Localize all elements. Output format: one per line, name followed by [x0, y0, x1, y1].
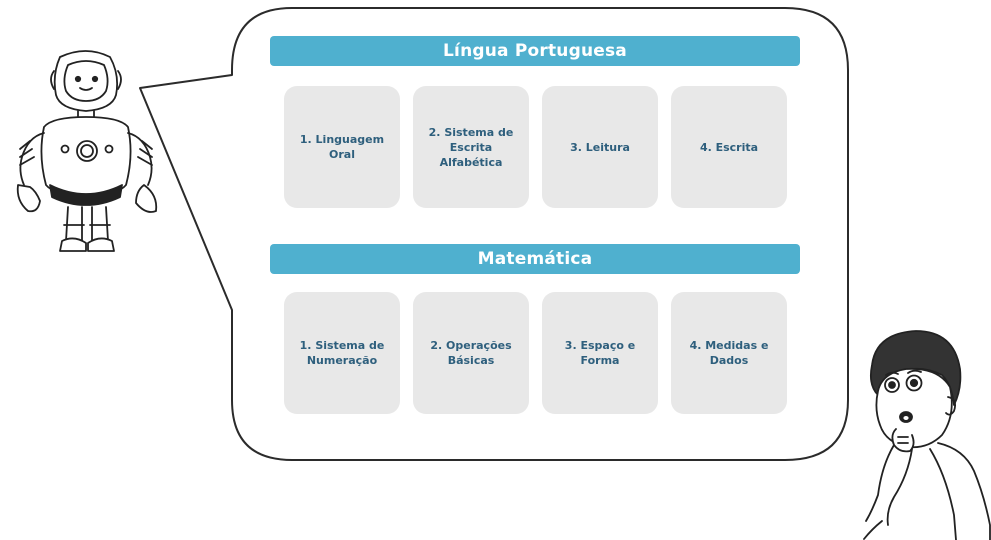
thinking-child-illustration [863, 330, 991, 540]
card-label: 2. Operações Básicas [430, 339, 512, 367]
portuguese-card-row: 1. Linguagem Oral 2. Sistema de Escrita … [284, 86, 787, 208]
card-sistema-escrita-alfabetica[interactable]: 2. Sistema de Escrita Alfabética [413, 86, 529, 208]
card-sistema-numeracao[interactable]: 1. Sistema de Numeração [284, 292, 400, 414]
card-label: 1. Linguagem Oral [299, 133, 385, 161]
card-leitura[interactable]: 3. Leitura [542, 86, 658, 208]
card-label: 4. Escrita [699, 140, 759, 154]
section-header-portuguese: Língua Portuguesa [270, 36, 800, 66]
robot-illustration [16, 50, 158, 252]
section-header-matematica: Matemática [270, 244, 800, 274]
card-espaco-forma[interactable]: 3. Espaço e Forma [542, 292, 658, 414]
card-label: 4. Medidas e Dados [689, 339, 769, 367]
card-linguagem-oral[interactable]: 1. Linguagem Oral [284, 86, 400, 208]
card-label: 3. Espaço e Forma [564, 339, 636, 367]
card-label: 3. Leitura [570, 140, 630, 154]
card-medidas-dados[interactable]: 4. Medidas e Dados [671, 292, 787, 414]
card-escrita[interactable]: 4. Escrita [671, 86, 787, 208]
card-label: 2. Sistema de Escrita Alfabética [428, 125, 514, 169]
matematica-card-row: 1. Sistema de Numeração 2. Operações Bás… [284, 292, 787, 414]
card-operacoes-basicas[interactable]: 2. Operações Básicas [413, 292, 529, 414]
card-label: 1. Sistema de Numeração [299, 339, 385, 367]
